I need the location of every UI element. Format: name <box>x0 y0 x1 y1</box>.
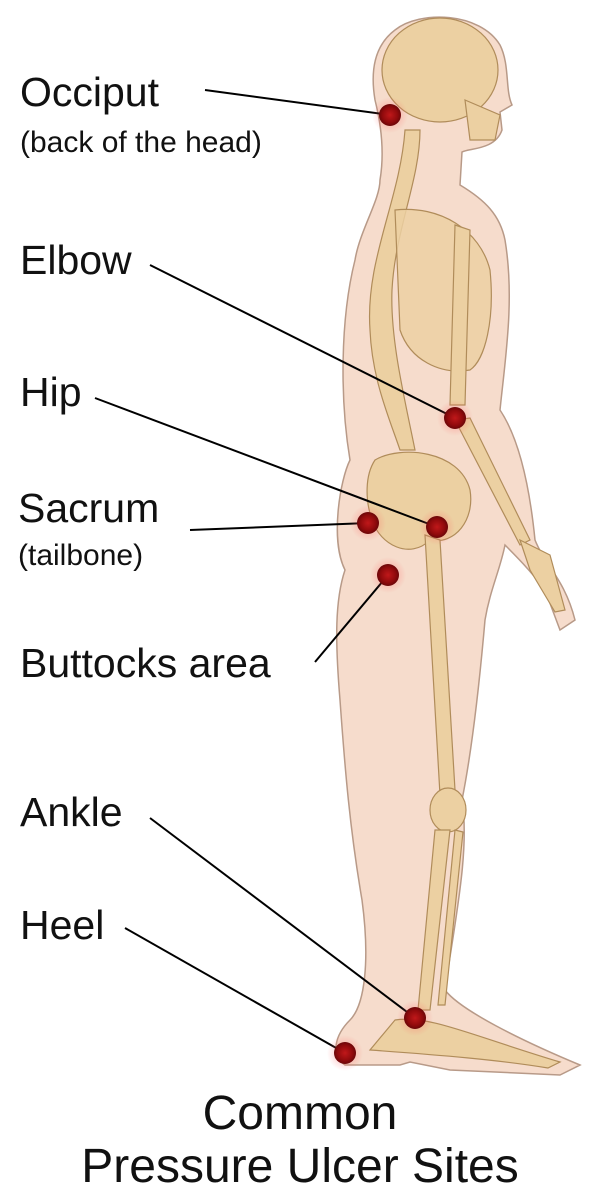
label-elbow: Elbow <box>20 237 132 283</box>
leader-line-occiput <box>204 89 391 116</box>
skeleton <box>366 17 566 1069</box>
label-ankle: Ankle <box>20 789 123 835</box>
leader-line-sacrum <box>189 522 369 531</box>
label-hip: Hip <box>20 369 82 415</box>
leader-lines <box>94 89 456 1054</box>
label-sacrum: Sacrum <box>18 485 160 531</box>
label-occiput: Occiput <box>20 69 159 115</box>
marker-sacrum <box>350 505 386 541</box>
marker-hip <box>419 509 455 545</box>
title-line-2: Pressure Ulcer Sites <box>81 1140 519 1193</box>
label-heel: Heel <box>20 902 105 948</box>
sublabel-sacrum: (tailbone) <box>18 539 144 572</box>
leader-line-buttocks <box>314 574 389 663</box>
marker-occiput <box>372 97 408 133</box>
body-silhouette <box>335 16 582 1076</box>
marker-ankle <box>397 1000 433 1036</box>
leader-line-heel <box>124 927 346 1054</box>
leader-line-elbow <box>149 264 456 419</box>
sublabel-occiput: (back of the head) <box>20 126 262 159</box>
marker-elbow <box>437 400 473 436</box>
ulcer-markers <box>327 97 473 1071</box>
leader-line-hip <box>94 397 438 528</box>
title-line-1: Common <box>202 1087 398 1140</box>
label-buttocks-area: Buttocks area <box>20 640 271 686</box>
marker-heel <box>327 1035 363 1071</box>
marker-buttocks <box>370 557 406 593</box>
leader-line-ankle <box>149 817 416 1019</box>
